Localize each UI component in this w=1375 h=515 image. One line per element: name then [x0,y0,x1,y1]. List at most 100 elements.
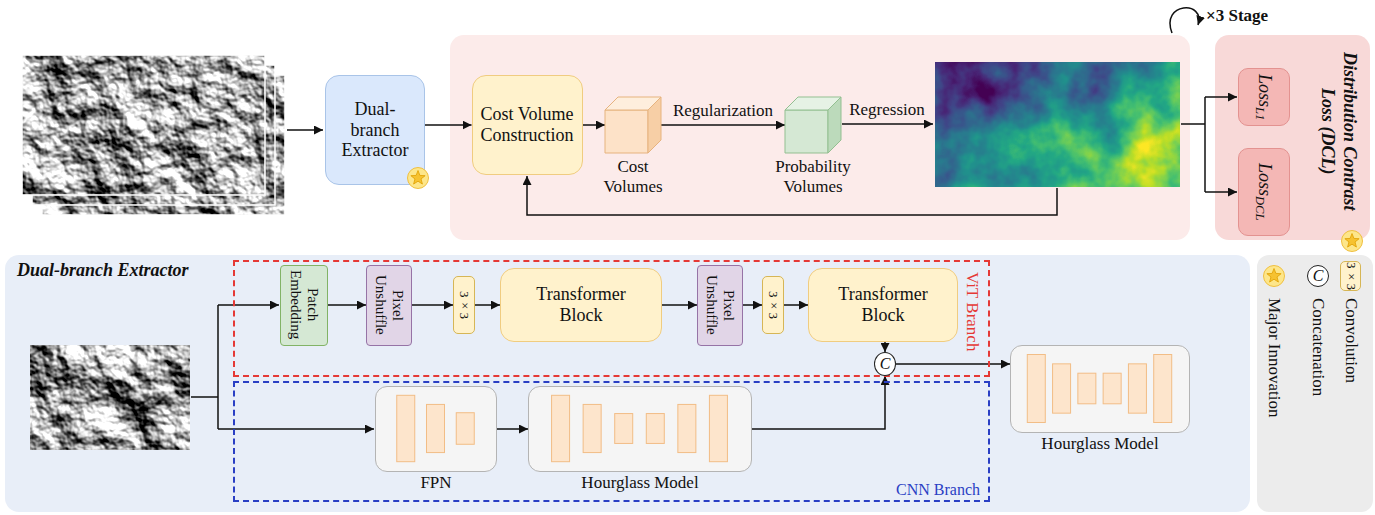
panel-title: Dual-branch Extractor [17,260,189,281]
panel-background [1215,35,1370,240]
connector-arrow [412,304,453,306]
node-label: FPN [420,473,451,493]
decoration [218,304,279,306]
connector-arrow [497,428,528,430]
node-label: Pixel Unshuffle [372,270,407,340]
feature-bar [1053,364,1071,413]
pixel-unshuffle-box: Pixel Unshuffle [697,265,743,346]
feature-bar [678,404,696,452]
panel-backgrounds [5,35,1370,512]
connector-arrow [752,376,885,429]
connector-arrow [884,342,886,352]
connector-arrow [328,304,366,306]
node-label: 3×3 [457,291,472,319]
feature-bar [552,395,570,461]
legend-conv-sample: 3×3 [1340,261,1361,291]
node-label: Patch Embedding [287,270,322,340]
text-block: 3×3 [457,291,472,319]
feature-bar [397,395,415,461]
innovation-star [408,168,429,189]
feature-bar [583,404,601,452]
module-icon [529,387,750,470]
legend-text: Concatenation [1308,298,1328,396]
node-label: Loss [1255,74,1275,107]
node-label: Transformer Block [833,284,933,325]
connector-arrow [475,304,500,306]
cube-face [605,110,648,153]
node-label: Hourglass Model [1041,434,1158,454]
loss-box: LossDCL [1238,148,1290,236]
node-label: Cost Volumes [593,157,673,196]
pipeline-panel [450,35,1190,240]
connector-arrow [425,124,472,126]
text-block: Transformer Block [531,284,631,325]
extractor-box: Dual-branch Extractor [325,75,425,185]
node-label: DCL [1253,196,1267,221]
decoration [1205,96,1237,98]
feature-bar [646,414,664,444]
decoration [1204,97,1206,192]
node-label: Pixel Unshuffle [703,270,738,340]
connector-arrow [583,124,606,126]
conv-box: 3×3 [762,276,784,334]
transformer-block: Transformer Block [500,268,662,342]
node-label: Loss [1255,163,1275,196]
decoration [1181,123,1205,125]
loss-box: LossL1 [1238,68,1290,126]
module-icon [376,387,495,470]
feature-bar [1027,355,1045,423]
text-block: Dual-branch Extractor [333,99,417,161]
input-image [30,345,190,450]
probability-volume-cube: Probability Volumes [785,97,841,153]
node-label: L1 [1253,107,1267,120]
pixel-unshuffle-box: Pixel Unshuffle [366,265,412,346]
text-block: LossL1 [1253,74,1275,120]
connectors [328,125,1010,429]
cost-volume-cube: Cost Volumes [605,97,661,153]
text-block: C [880,355,891,373]
feature-bar [1103,373,1121,404]
decoration [22,55,265,195]
legend-star-sample [1264,266,1285,287]
text-block: Transformer Block [833,284,933,325]
cube-face [828,97,841,153]
cube-shape [605,97,661,153]
group-label: ViT Branch [962,272,982,351]
decoration [191,396,218,398]
input-image-stack [22,55,285,215]
feature-bar [1154,355,1172,423]
cube-face [785,110,828,153]
connector-arrow [784,304,808,306]
legend-text: Convolution [1341,298,1361,383]
node-label: Cost Volume Construction [479,104,575,145]
node-label: 3×3 [766,291,781,319]
cube-shape [785,97,841,153]
decoration [217,305,219,429]
text-block: LossDCL [1253,163,1275,221]
decoration [218,428,374,430]
feature-bar [1128,364,1146,413]
transformer-block: Transformer Block [808,268,958,342]
extractor-panel: Patch Embedding Pixel Unshuffle 3×3 Transfo… [5,255,1250,512]
feature-bar [615,414,633,444]
text-block: Pixel Unshuffle [703,270,738,340]
fpn-module: FPN [375,386,497,472]
conv-box: 3×3 [453,276,475,334]
text-block: 3×3 [766,291,781,319]
loss-panel: LossL1LossDCLDistribution Contrast Loss … [1215,35,1370,240]
patch-embedding-box: Patch Embedding [280,265,328,346]
text-block: Cost Volume Construction [479,104,575,145]
cnn-branch-group: FPNHourglass ModelCNN Branch [233,381,990,502]
legend-text: Major Innovation [1264,298,1284,417]
decoration [842,123,933,125]
connector-arrow [743,304,762,306]
decoration [287,129,323,131]
stage-count-label: ×3 Stage [1206,6,1268,26]
node-label: Probability Volumes [763,157,863,196]
edge-label: Regularization [671,101,775,121]
node-label: Transformer Block [531,284,631,325]
legend-concat-sample: C [1307,265,1329,287]
concat-circle: C [874,352,896,376]
